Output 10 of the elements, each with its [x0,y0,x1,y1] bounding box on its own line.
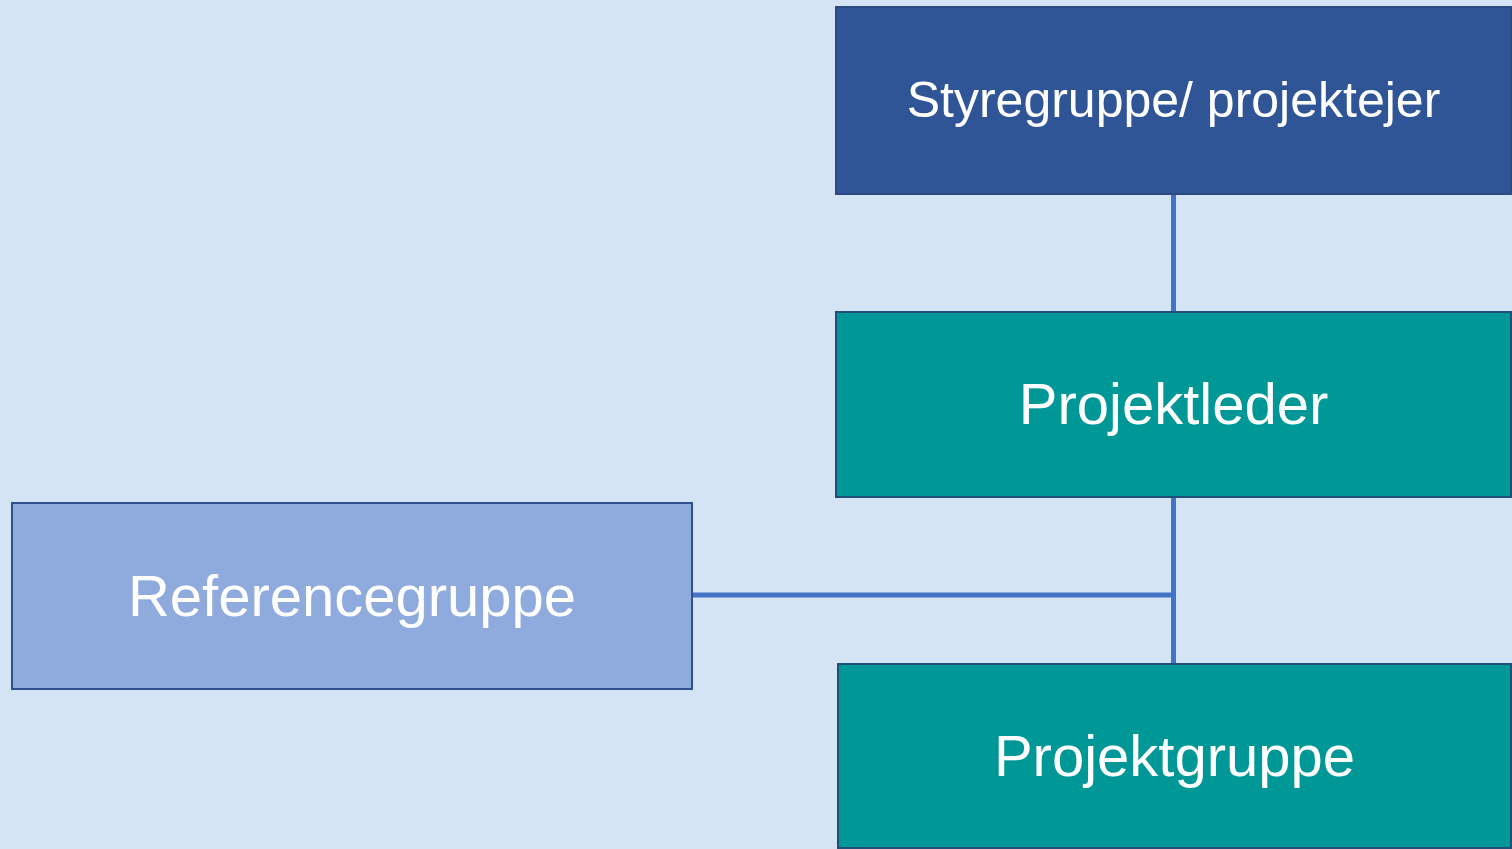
box-label: Referencegruppe [127,561,577,630]
box-label: Styregruppe/ projektejer [906,71,1441,131]
org-box [837,663,1512,849]
connector-line [1171,195,1176,311]
connector-line [693,498,1176,598]
org-box [11,502,693,690]
org-box [835,6,1512,195]
box-label: Projektleder [1018,370,1329,439]
org-box [835,311,1512,498]
box-label: Projektgruppe [993,721,1356,790]
